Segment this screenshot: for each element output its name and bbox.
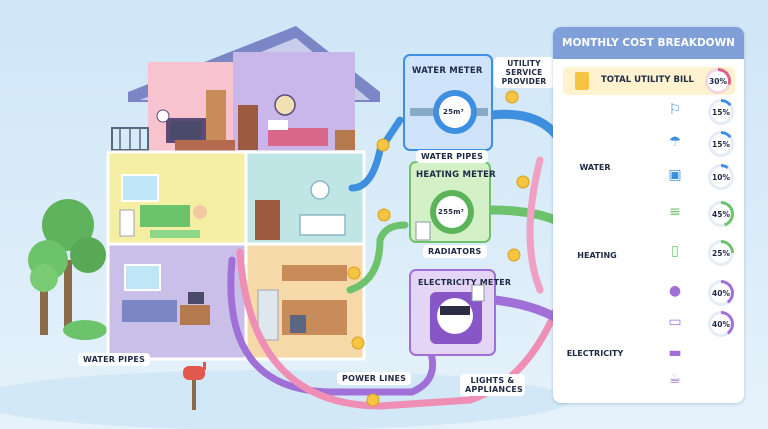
shower-icon: ☂ (668, 134, 682, 150)
boiler-icon: ▯ (671, 243, 679, 259)
item-pct: 15% (708, 131, 734, 157)
category-heating-label: HEATING (577, 251, 617, 260)
total-bill-row: TOTAL UTILITY BILL 30% (563, 67, 735, 95)
panel-title: MONTHLY COST BREAKDOWN (553, 27, 744, 59)
category-electricity-label: ELECTRICITY (566, 349, 624, 358)
utility-provider-label: UTILITY SERVICE PROVIDER (494, 57, 554, 88)
pipe-pink (236, 248, 564, 410)
electricity-meter-label: ELECTRICITY METER (418, 278, 512, 287)
house-water-pipes-label: WATER PIPES (78, 353, 151, 366)
category-water-label: WATER (579, 163, 611, 172)
coin-icon (347, 90, 530, 407)
item-pct: 40% (708, 280, 734, 306)
item-pct: 45% (708, 201, 734, 227)
radiator-icon: ≡ (669, 204, 681, 220)
tree-icon (28, 199, 107, 340)
coffee-maker-icon: ☕ (668, 371, 682, 387)
radiators-label: RADIATORS (423, 245, 487, 258)
power-lines-label: POWER LINES (337, 372, 412, 385)
item-pct: 15% (708, 99, 734, 125)
heating-pipe (346, 221, 409, 294)
item-pct: 10% (708, 164, 734, 190)
tv-icon: ▬ (668, 345, 682, 361)
cost-breakdown-panel: MONTHLY COST BREAKDOWN TOTAL UTILITY BIL… (553, 27, 744, 403)
water-pipes-label: WATER PIPES (416, 150, 489, 163)
item-pct: 40% (708, 311, 734, 337)
total-bill-pct: 30% (705, 68, 731, 94)
heating-meter-icon (415, 190, 474, 241)
monitor-icon: ▭ (668, 314, 682, 330)
heating-meter-label: HEATING METER (416, 170, 496, 180)
water-meter-label: WATER METER (412, 66, 483, 76)
water-meter-icon (410, 90, 488, 134)
bill-icon (575, 72, 589, 90)
washing-machine-icon: ▣ (668, 167, 682, 183)
item-pct: 25% (708, 240, 734, 266)
total-bill-label: TOTAL UTILITY BILL (601, 75, 694, 85)
water-meter-reading: 25m³ (443, 108, 464, 116)
lights-appliances-label: LIGHTS & APPLIANCES (460, 374, 525, 396)
electricity-meter-icon (430, 284, 485, 344)
return-flow (526, 156, 544, 294)
light-bulb-icon: ● (668, 283, 682, 299)
faucet-icon: ⚐ (668, 102, 682, 118)
heating-meter-reading: 255m³ (438, 208, 464, 216)
mailbox-icon (183, 362, 206, 410)
